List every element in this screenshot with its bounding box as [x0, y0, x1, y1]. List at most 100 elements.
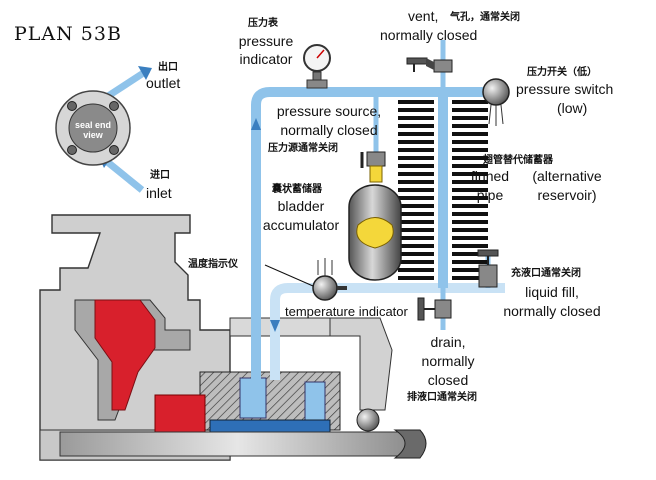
- pressure-switch-label: pressure switch: [516, 81, 614, 97]
- pressure-switch-low-label: (low): [557, 100, 588, 116]
- liquid-fill-label-1: liquid fill,: [525, 284, 579, 300]
- inlet-label: inlet: [146, 185, 172, 201]
- liquid-fill-label-2: normally closed: [503, 303, 601, 319]
- fin: [398, 156, 434, 160]
- fin: [398, 188, 434, 192]
- bladder: [356, 217, 394, 249]
- fin: [452, 148, 488, 152]
- pressure-indicator-label-cn: 压力表: [248, 18, 278, 29]
- flow-up-arrow-icon: [251, 118, 261, 130]
- fin: [452, 164, 488, 168]
- bolt-hole-icon: [67, 145, 77, 155]
- fin: [452, 140, 488, 144]
- fin: [398, 204, 434, 208]
- shaft-end: [393, 429, 427, 459]
- vent-label-cn: 气孔，通常关闭: [450, 12, 520, 23]
- fin: [398, 220, 434, 224]
- fin: [398, 276, 434, 280]
- outlet-label: outlet: [146, 75, 181, 91]
- outlet-port-line: [103, 67, 150, 101]
- pump-shaft: [59, 431, 416, 457]
- piping-loop: [251, 40, 505, 380]
- drain-label-cn: 排液口通常关闭: [407, 392, 477, 403]
- fin: [398, 196, 434, 200]
- bolt-hole-icon: [67, 101, 77, 111]
- outlet-label-cn: 出口: [158, 62, 178, 73]
- fin: [452, 108, 488, 112]
- fin: [452, 116, 488, 120]
- fin: [398, 228, 434, 232]
- pressure-source-label-cn: 压力源通常关闭: [268, 143, 338, 154]
- fin: [452, 124, 488, 128]
- bearing-icon: [356, 408, 380, 432]
- fin: [452, 100, 488, 104]
- fin: [452, 188, 488, 192]
- fin: [452, 212, 488, 216]
- fin: [452, 276, 488, 280]
- fin: [452, 268, 488, 272]
- fin: [398, 172, 434, 176]
- pressure-switch-icon: [482, 78, 510, 126]
- drain-valve-icon: [417, 297, 452, 321]
- pump-impeller: [94, 299, 156, 411]
- fin: [398, 164, 434, 168]
- fin: [398, 244, 434, 248]
- fin: [398, 212, 434, 216]
- inlet-port-line: [102, 157, 145, 193]
- fin: [452, 252, 488, 256]
- pressure-source-label-2: normally closed: [280, 122, 378, 138]
- vent-label: vent,: [408, 8, 439, 24]
- bladder-accumulator-label-2: accumulator: [262, 217, 340, 233]
- outlet-arrow-icon: [138, 66, 152, 80]
- liquid-fill-valve-icon: [477, 249, 499, 288]
- bladder-accumulator-label-cn: 囊状蓄储器: [272, 184, 322, 195]
- mechanical-seal: [154, 371, 380, 436]
- fin: [452, 260, 488, 264]
- bolt-hole-icon: [109, 101, 119, 111]
- flow-down-arrow-icon: [270, 320, 280, 332]
- pressure-indicator-label-1: pressure: [238, 33, 294, 49]
- fin: [452, 244, 488, 248]
- finned-pipe-label-1: finned: [470, 168, 510, 184]
- inlet-label-cn: 进口: [150, 170, 170, 181]
- fin: [452, 156, 488, 160]
- seal-end-view: [55, 66, 152, 193]
- temperature-indicator-icon: [312, 258, 347, 301]
- fin: [398, 260, 434, 264]
- vent-valve-icon: [406, 57, 453, 73]
- alt-reservoir-label-1: (alternative: [532, 168, 602, 184]
- fin: [398, 108, 434, 112]
- fin: [452, 196, 488, 200]
- fin: [398, 148, 434, 152]
- fin: [452, 220, 488, 224]
- outlet-pipe: [251, 87, 500, 380]
- bladder-accumulator: [348, 184, 402, 281]
- alt-reservoir-label-2: reservoir): [537, 187, 597, 203]
- fin: [452, 228, 488, 232]
- temp-leader-line: [264, 264, 314, 287]
- pressure-indicator-label-2: indicator: [239, 51, 293, 67]
- fin: [398, 268, 434, 272]
- drain-label-2: normally: [421, 353, 475, 369]
- fin: [452, 236, 488, 240]
- finned-pipe-label-2: pipe: [476, 187, 504, 203]
- fin: [398, 140, 434, 144]
- pressure-gauge: [303, 44, 331, 89]
- inlet-pipe: [270, 283, 505, 380]
- fin: [452, 132, 488, 136]
- pressure-switch-label-cn: 压力开关（低）: [527, 67, 597, 78]
- pressure-source-label-1: pressure source,: [276, 103, 382, 119]
- fin: [398, 252, 434, 256]
- fin: [398, 124, 434, 128]
- fin: [452, 172, 488, 176]
- bolt-hole-icon: [109, 145, 119, 155]
- pressure-source-valve-icon: [360, 151, 386, 183]
- fin: [452, 204, 488, 208]
- seal-shaft-bore: [68, 103, 118, 153]
- finned-pipe: [398, 100, 488, 280]
- fin: [398, 132, 434, 136]
- seal-end-view-label: seal end view: [74, 120, 112, 140]
- temperature-indicator-label: temperature indicator: [285, 304, 408, 319]
